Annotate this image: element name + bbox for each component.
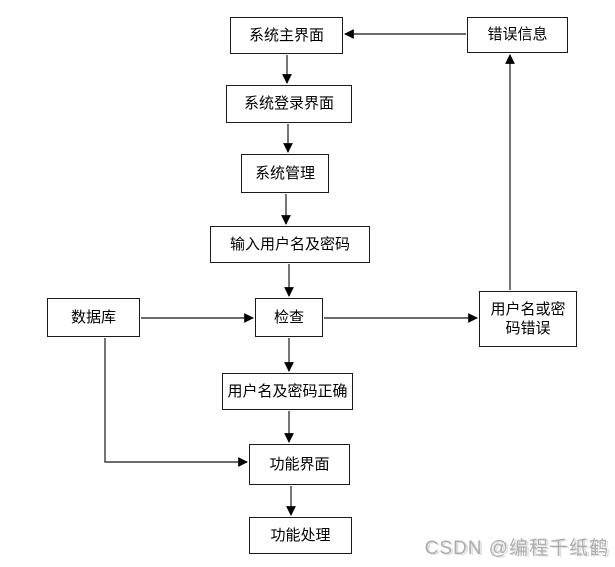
node-main-interface: 系统主界面 [230,17,343,54]
node-database: 数据库 [47,298,140,337]
node-login-interface: 系统登录界面 [226,85,352,123]
node-system-management: 系统管理 [241,154,329,193]
csdn-watermark: CSDN @编程千纸鹤 [424,538,609,559]
node-input-credentials: 输入用户名及密码 [210,226,370,263]
node-error-message: 错误信息 [467,17,568,53]
node-function-processing: 功能处理 [249,517,352,554]
node-function-interface: 功能界面 [249,444,350,485]
node-check: 检查 [255,298,323,337]
node-wrong-credentials: 用户名或密​码错误 [479,291,577,347]
node-correct-credentials: 用户名及密码正确 [222,373,353,410]
edge-database-to-funcui [104,338,248,467]
